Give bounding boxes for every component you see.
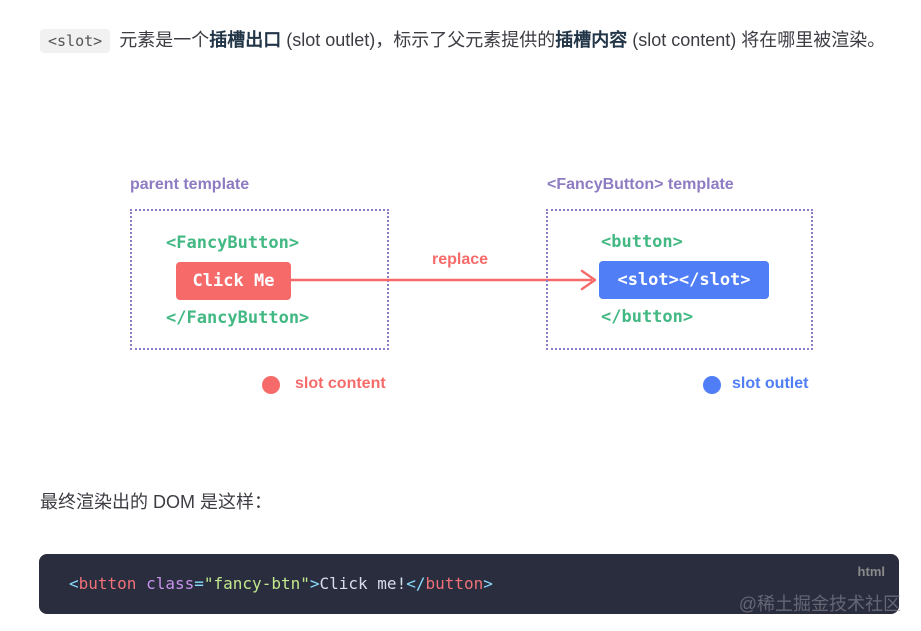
parent-template-title: parent template: [130, 176, 250, 193]
slot-content-dot: [262, 376, 280, 394]
intro-bold-2: 插槽内容: [555, 30, 628, 50]
code-token: >: [483, 574, 493, 593]
parent-open-tag: <FancyButton>: [166, 233, 300, 253]
code-token: button: [425, 574, 484, 593]
click-me-pill: Click Me: [176, 262, 291, 300]
watermark: @稀土掘金技术社区: [738, 594, 901, 614]
slot-inline-code: <slot>: [40, 29, 111, 53]
code-token: </: [406, 574, 426, 593]
code-token: button: [78, 574, 137, 593]
slot-outlet-legend: slot outlet: [732, 375, 809, 392]
code-token: >: [309, 574, 320, 593]
slot-outlet-dot: [703, 376, 721, 394]
code-token: "fancy-btn": [203, 574, 310, 593]
code-line: <button class="fancy-btn">Click me!</but…: [69, 574, 493, 593]
intro-text-2: (slot outlet)，标示了父元素提供的: [281, 30, 556, 50]
replace-label: replace: [432, 251, 489, 268]
child-close-tag: </button>: [601, 307, 694, 327]
outro-paragraph: 最终渲染出的 DOM 是这样：: [40, 492, 272, 512]
intro-text-1: 元素是一个: [114, 30, 210, 50]
intro-bold-1: 插槽出口: [209, 30, 282, 50]
slot-outlet-pill: <slot></slot>: [599, 261, 769, 299]
intro-paragraph: <slot> 元素是一个插槽出口 (slot outlet)，标示了父元素提供的…: [40, 22, 900, 59]
child-open-tag: <button>: [601, 232, 683, 252]
code-block: html <button class="fancy-btn">Click me!…: [39, 554, 899, 614]
parent-close-tag: </FancyButton>: [166, 308, 310, 328]
code-token: =: [194, 574, 204, 593]
child-template-box: [546, 209, 813, 350]
code-token: Click me!: [319, 574, 407, 593]
code-language-label: html: [857, 564, 885, 579]
code-token: class: [146, 574, 195, 593]
code-token: <: [69, 574, 79, 593]
slot-content-legend: slot content: [295, 375, 386, 392]
intro-text-3: (slot content) 将在哪里被渲染。: [627, 30, 886, 50]
child-template-title: <FancyButton> template: [547, 176, 734, 193]
parent-template-box: [130, 209, 389, 350]
